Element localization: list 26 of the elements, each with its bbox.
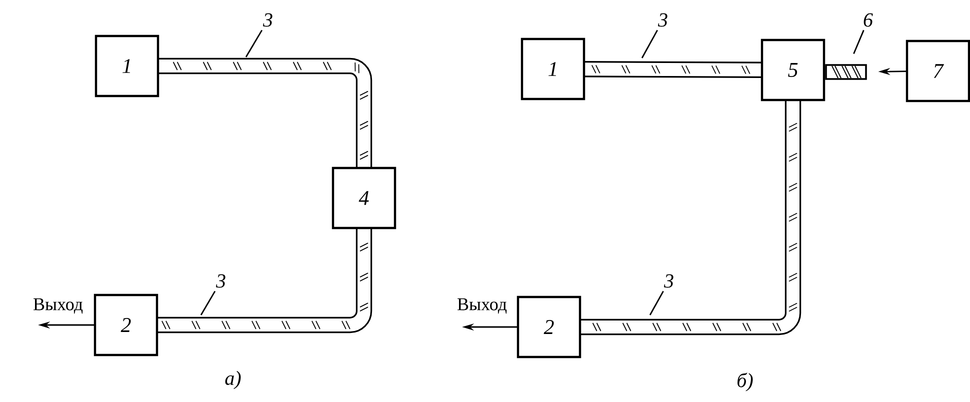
fiber-line [157, 228, 372, 334]
callout-number: 3 [216, 274, 226, 288]
callout-number: 6 [864, 13, 873, 27]
panel-caption: а) [225, 370, 241, 390]
numbered-box: 1 [94, 34, 160, 98]
leader-line [649, 290, 664, 316]
edge-label: Выход [458, 298, 507, 314]
numbered-box: 2 [516, 296, 582, 358]
fiber-line [580, 100, 802, 336]
callout-number: 3 [658, 13, 668, 27]
numbered-box: 5 [760, 38, 826, 102]
numbered-box: 4 [332, 166, 396, 230]
leader-line [245, 30, 263, 58]
callout-number: 3 [664, 274, 674, 288]
callout-number: 3 [262, 13, 272, 27]
leader-line [641, 30, 658, 58]
numbered-box: 1 [520, 38, 586, 100]
numbered-box: 2 [94, 294, 158, 356]
numbered-box: 7 [906, 40, 970, 102]
fiber-line [158, 58, 372, 168]
hatched-bar [825, 64, 867, 80]
edge-label: Выход [34, 298, 83, 314]
fiber-line [584, 61, 762, 78]
leader-line [200, 290, 216, 316]
leader-line [853, 30, 864, 54]
panel-caption: б) [738, 372, 753, 392]
